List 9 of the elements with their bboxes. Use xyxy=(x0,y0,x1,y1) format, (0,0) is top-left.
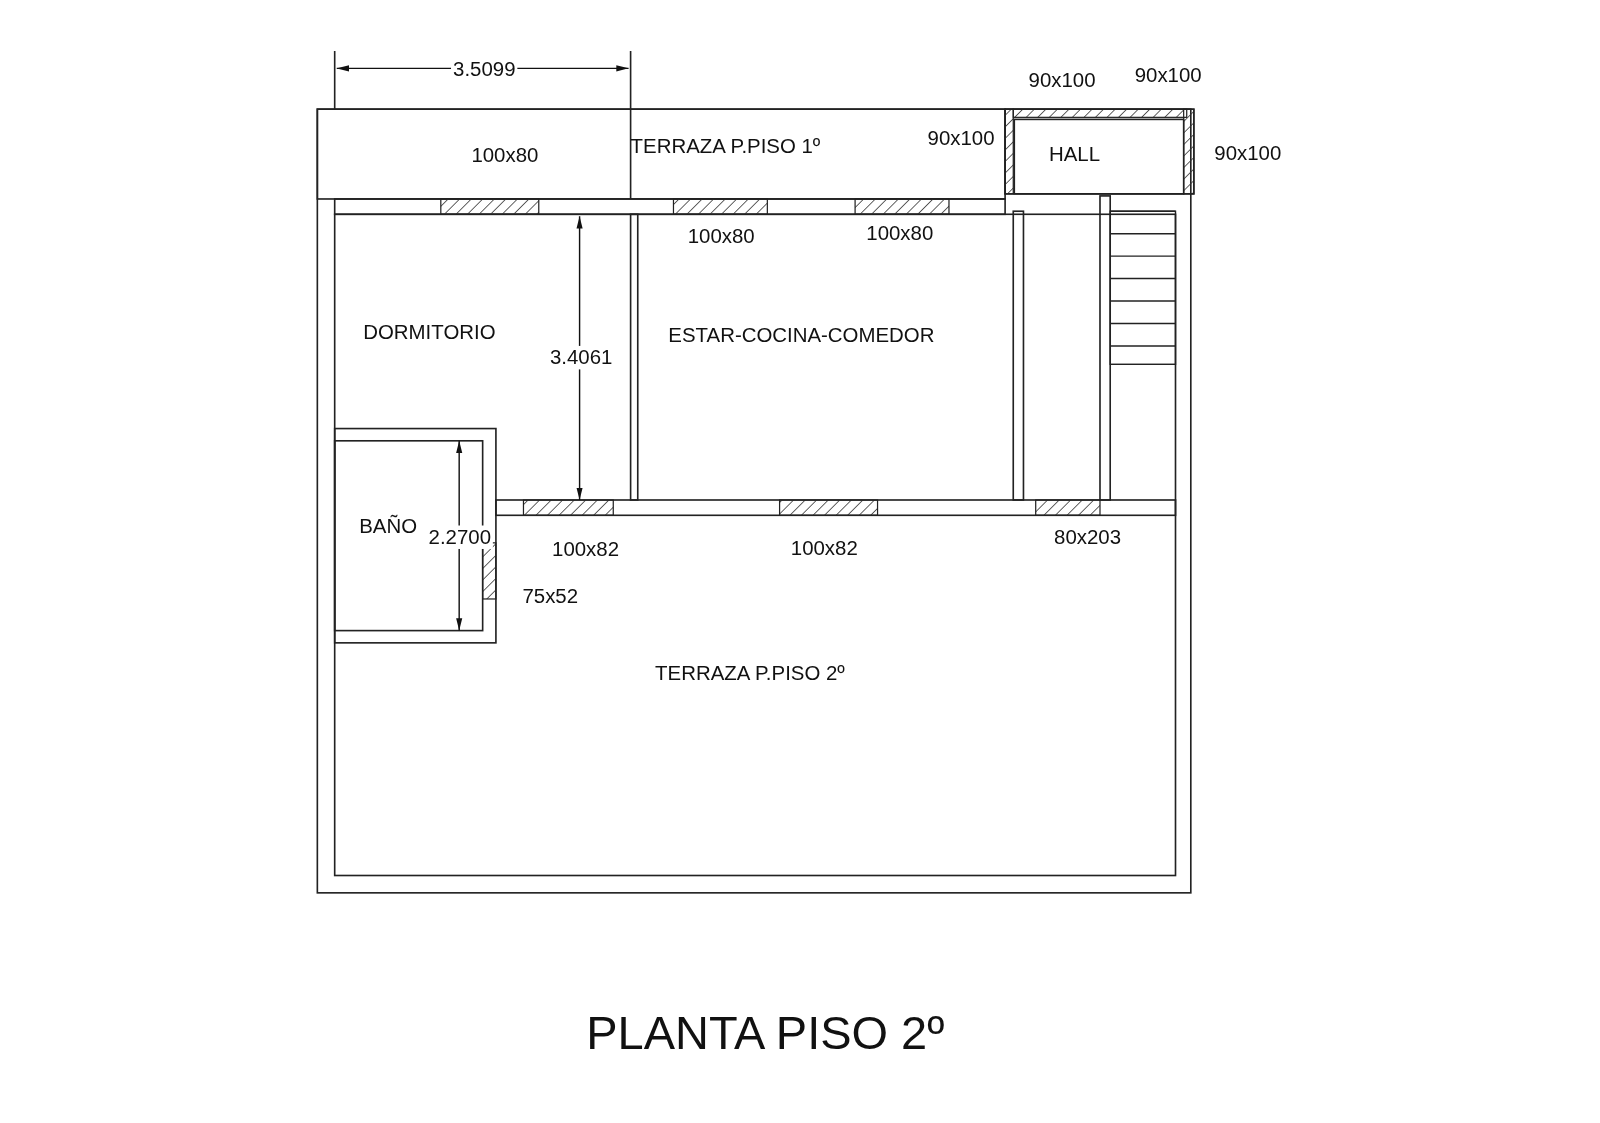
room-name: HALL xyxy=(1048,142,1100,167)
room-name: TERRAZA P.PISO 1º xyxy=(630,134,821,159)
room-name: DORMITORIO xyxy=(363,320,496,344)
room-name: BAÑO xyxy=(359,514,417,538)
dimension-value: 2.2700 xyxy=(426,525,494,549)
drawing-title: PLANTA PISO 2º xyxy=(585,1005,946,1061)
room-name: ESTAR-COCINA-COMEDOR xyxy=(668,323,935,347)
dimension-value: 3.4061 xyxy=(547,345,615,370)
room-name: TERRAZA P.PISO 2º xyxy=(655,661,845,685)
